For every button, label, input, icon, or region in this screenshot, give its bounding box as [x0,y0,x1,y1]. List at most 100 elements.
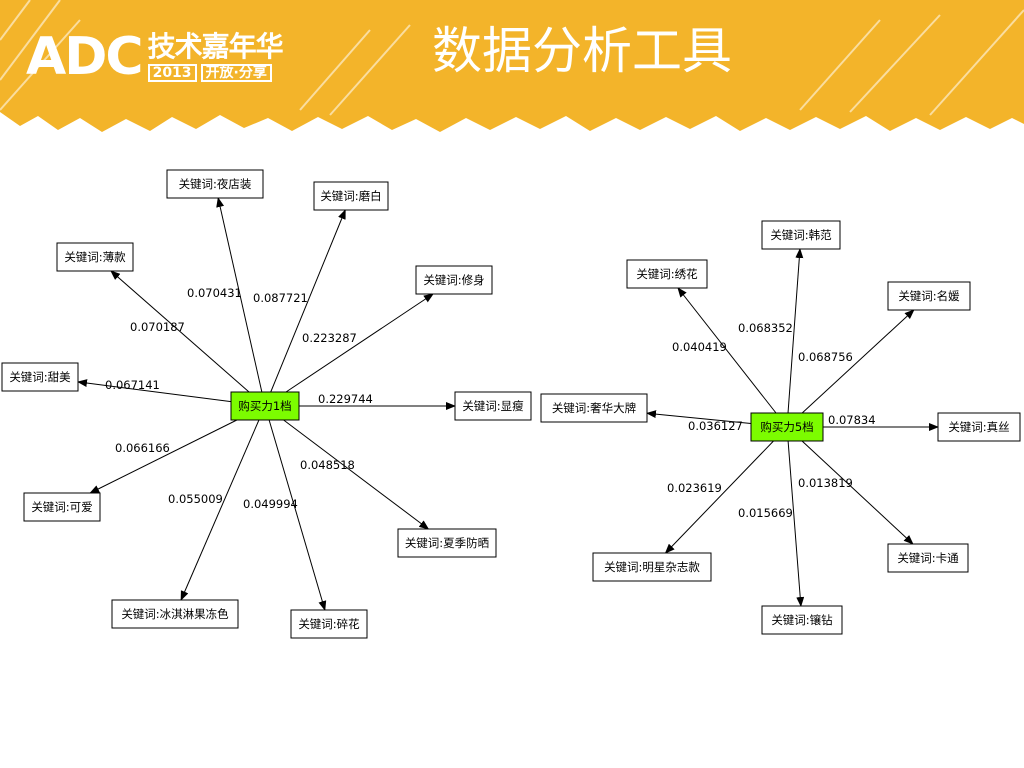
keyword-node: 关键词:夏季防晒 [397,528,497,558]
keyword-box [111,599,239,629]
edge-arrow [787,248,804,414]
keyword-label: 关键词:修身 [423,273,484,287]
keyword-node: 关键词:修身 [415,265,493,295]
hub-box [750,412,824,442]
keyword-node: 关键词:韩范 [761,220,841,250]
keyword-box [887,281,971,311]
keyword-label: 关键词:甜美 [9,370,71,384]
edge-arrow [285,293,434,393]
keyword-node: 关键词:明星杂志款 [592,552,712,582]
keyword-label: 关键词:卡通 [897,551,959,565]
keyword-box [761,220,841,250]
keyword-label: 关键词:碎花 [298,617,360,631]
hub-label: 购买力1档 [238,399,291,413]
diagonal-strokes [0,0,1024,116]
edge-weight-label: 0.013819 [798,476,853,490]
edge-weight-label: 0.023619 [667,481,722,495]
edge-weight-label: 0.087721 [253,291,308,305]
keyword-box [415,265,493,295]
edge-weight-label: 0.066166 [115,441,170,455]
keyword-label: 关键词:镶钻 [771,613,833,627]
adc-logo: ADC 技术嘉年华 2013 开放·分享 [26,22,284,92]
keyword-box [56,242,134,272]
edge-weight-label: 0.067141 [105,378,160,392]
keyword-box [937,412,1021,442]
keyword-node: 关键词:绣花 [626,259,708,289]
keyword-node: 关键词:名媛 [887,281,971,311]
edge-arrow [787,440,805,607]
logo-title: 技术嘉年华 [147,29,284,63]
keyword-label: 关键词:韩范 [770,228,832,242]
edge-weight-label: 0.068756 [798,350,853,364]
keyword-label: 关键词:奢华大牌 [552,401,636,415]
edge-weight-label: 0.229744 [318,392,373,406]
edge-weight-label: 0.049994 [243,497,298,511]
edge-arrow [646,410,752,424]
keyword-label: 关键词:可爱 [31,500,92,514]
keyword-box [313,181,389,211]
keyword-node: 关键词:卡通 [887,543,969,573]
logo-sub-row: 2013 开放·分享 [147,63,283,82]
edge-weight-label: 0.048518 [300,458,355,472]
header-brush-decoration [0,0,1024,140]
keyword-label: 关键词:名媛 [898,289,960,303]
keyword-label: 关键词:夜店装 [179,177,252,191]
keyword-node: 关键词:薄款 [56,242,134,272]
keyword-box [887,543,969,573]
keyword-label: 关键词:磨白 [320,189,381,203]
edge-weight-label: 0.070187 [130,320,185,334]
keyword-box [454,391,532,421]
keyword-label: 关键词:夏季防晒 [405,536,489,550]
edge-weight-label: 0.015669 [738,506,793,520]
keyword-box [626,259,708,289]
logo-year: 2013 [147,63,197,82]
edge-arrow [664,440,774,554]
keyword-node: 关键词:奢华大牌 [540,393,648,423]
keyword-node: 关键词:可爱 [23,492,101,522]
hub-node: 购买力5档 [750,412,824,442]
hub-label: 购买力5档 [760,420,813,434]
keyword-label: 关键词:明星杂志款 [604,560,700,574]
edge-arrow [110,270,250,393]
keyword-node: 关键词:冰淇淋果冻色 [111,599,239,629]
edge-arrow [677,287,777,414]
keyword-box [1,362,79,392]
edge-weight-label: 0.07834 [828,413,876,427]
keyword-node: 关键词:镶钻 [761,605,843,635]
edge-arrow [89,419,238,494]
keyword-label: 关键词:显瘦 [462,399,524,413]
keyword-box [397,528,497,558]
keyword-node: 关键词:夜店装 [166,169,264,199]
keyword-label: 关键词:冰淇淋果冻色 [121,607,229,621]
hub-node: 购买力1档 [230,391,300,421]
keyword-node: 关键词:真丝 [937,412,1021,442]
page-title: 数据分析工具 [432,22,732,80]
edge-arrow [270,209,346,393]
edge-arrow [801,309,915,414]
nodes-layer: 关键词:夜店装关键词:磨白关键词:薄款关键词:修身关键词:甜美关键词:显瘦关键词… [1,169,1021,639]
keyword-label: 关键词:薄款 [64,250,126,264]
keyword-box [540,393,648,423]
edge-arrow [180,419,260,601]
keyword-label: 关键词:真丝 [948,420,1009,434]
keyword-node: 关键词:碎花 [290,609,368,639]
keyword-label: 关键词:绣花 [636,267,698,281]
keyword-box [761,605,843,635]
keyword-box [166,169,264,199]
edge-weight-label: 0.040419 [672,340,727,354]
hub-box [230,391,300,421]
keyword-node: 关键词:显瘦 [454,391,532,421]
edge-arrow [801,440,914,545]
edge-weight-label: 0.070431 [187,286,242,300]
logo-main-text: ADC [26,27,144,87]
edge-arrow [216,197,263,393]
keyword-box [23,492,101,522]
edge-weight-label: 0.055009 [168,492,223,506]
edge-arrow [77,379,232,403]
keyword-box [592,552,712,582]
logo-right-block: 技术嘉年华 2013 开放·分享 [147,29,284,82]
edge-weight-label: 0.036127 [688,419,743,433]
edge-arrow [283,419,430,530]
